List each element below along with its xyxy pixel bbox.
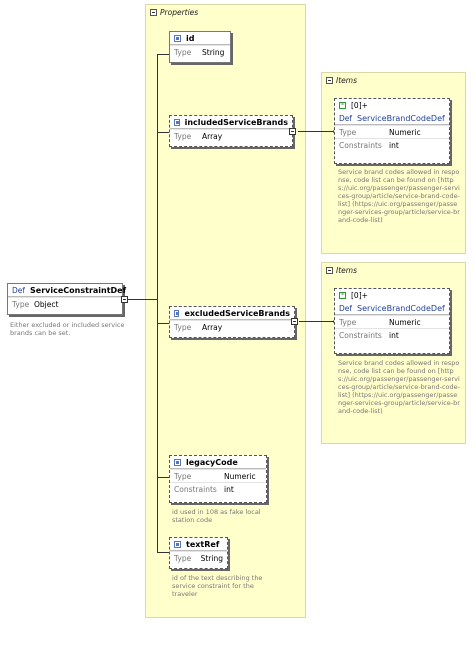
included-description: Service brand codes allowed in response,… [338, 168, 460, 224]
excluded-item-line [299, 321, 334, 322]
branch-id [157, 54, 169, 55]
textref-type-label: Type [174, 553, 192, 563]
properties-panel-title: Properties [160, 8, 199, 17]
excluded-description: Service brand codes allowed in response,… [338, 359, 460, 415]
included-item-type-value: Numeric [389, 127, 421, 137]
included-item-constraints-value: int [389, 140, 399, 150]
id-node[interactable]: id Type String [169, 31, 231, 63]
included-item-index: [0]+ [351, 101, 368, 110]
legacy-node[interactable]: legacyCode Type Numeric Constraints int [169, 455, 267, 503]
branch-textref [157, 552, 169, 553]
excluded-type-label: Type [174, 322, 192, 332]
id-type-label: Type [174, 47, 192, 57]
legacy-type-label: Type [174, 471, 192, 481]
included-type-label: Type [174, 131, 192, 141]
included-item-type-label: Type [339, 127, 357, 137]
included-item-constraints-label: Constraints [339, 140, 382, 150]
excluded-type-value: Array [202, 322, 223, 332]
included-item-line [298, 131, 334, 132]
legacy-type-value: Numeric [224, 471, 256, 481]
textref-type-value: String [200, 553, 223, 563]
included-type-value: Array [202, 131, 223, 141]
root-name: ServiceConstraintDef [30, 285, 127, 295]
root-description: Either excluded or included service bran… [10, 321, 125, 337]
textref-node[interactable]: textRef Type String [169, 537, 228, 569]
textref-name: textRef [186, 539, 220, 549]
excluded-item-ref[interactable]: ServiceBrandCodeDef [357, 303, 445, 313]
id-name: id [186, 33, 195, 43]
root-collapse-connector[interactable] [121, 296, 128, 303]
legacy-constraints-label: Constraints [174, 484, 217, 494]
excluded-node[interactable]: excludedServiceBrands Type Array [169, 306, 295, 338]
excluded-name: excludedServiceBrands [184, 308, 290, 318]
branch-included [157, 132, 169, 133]
excluded-items-title: Items [336, 266, 357, 275]
included-collapse-connector[interactable] [289, 128, 296, 135]
excluded-item-constraints-label: Constraints [339, 330, 382, 340]
textref-description: id of the text describing the service co… [172, 574, 263, 598]
property-icon [174, 34, 181, 42]
legacy-constraints-value: int [224, 484, 234, 494]
trunk-line [157, 54, 158, 552]
collapse-icon[interactable] [326, 267, 333, 274]
included-item-kind: Def [339, 113, 353, 123]
root-node[interactable]: Def ServiceConstraintDef Type Object [7, 283, 127, 315]
property-icon [174, 118, 180, 126]
item-icon: * [339, 292, 346, 299]
included-items-title: Items [336, 76, 357, 85]
item-icon: * [339, 102, 346, 109]
id-type-value: String [202, 47, 225, 57]
excluded-item-kind: Def [339, 303, 353, 313]
branch-legacy [157, 477, 169, 478]
property-icon [174, 309, 180, 317]
root-kind: Def [12, 285, 26, 295]
excluded-item-node[interactable]: * [0]+ Def ServiceBrandCodeDef Type Nume… [334, 288, 450, 354]
root-type-value: Object [34, 299, 59, 309]
property-icon [174, 540, 181, 548]
excluded-item-index: [0]+ [351, 291, 368, 300]
excluded-collapse-connector[interactable] [291, 318, 298, 325]
excluded-item-type-value: Numeric [389, 317, 421, 327]
included-item-ref[interactable]: ServiceBrandCodeDef [357, 113, 445, 123]
collapse-icon[interactable] [150, 9, 157, 16]
included-item-node[interactable]: * [0]+ Def ServiceBrandCodeDef Type Nume… [334, 98, 450, 164]
root-type-label: Type [12, 299, 30, 309]
included-node[interactable]: includedServiceBrands Type Array [169, 115, 293, 147]
root-connector-line [127, 299, 157, 300]
included-name: includedServiceBrands [184, 117, 288, 127]
legacy-name: legacyCode [186, 457, 238, 467]
branch-excluded [157, 323, 169, 324]
legacy-description: id used in 108 as fake local station cod… [172, 508, 261, 524]
collapse-icon[interactable] [326, 77, 333, 84]
excluded-item-type-label: Type [339, 317, 357, 327]
excluded-item-constraints-value: int [389, 330, 399, 340]
property-icon [174, 458, 181, 466]
